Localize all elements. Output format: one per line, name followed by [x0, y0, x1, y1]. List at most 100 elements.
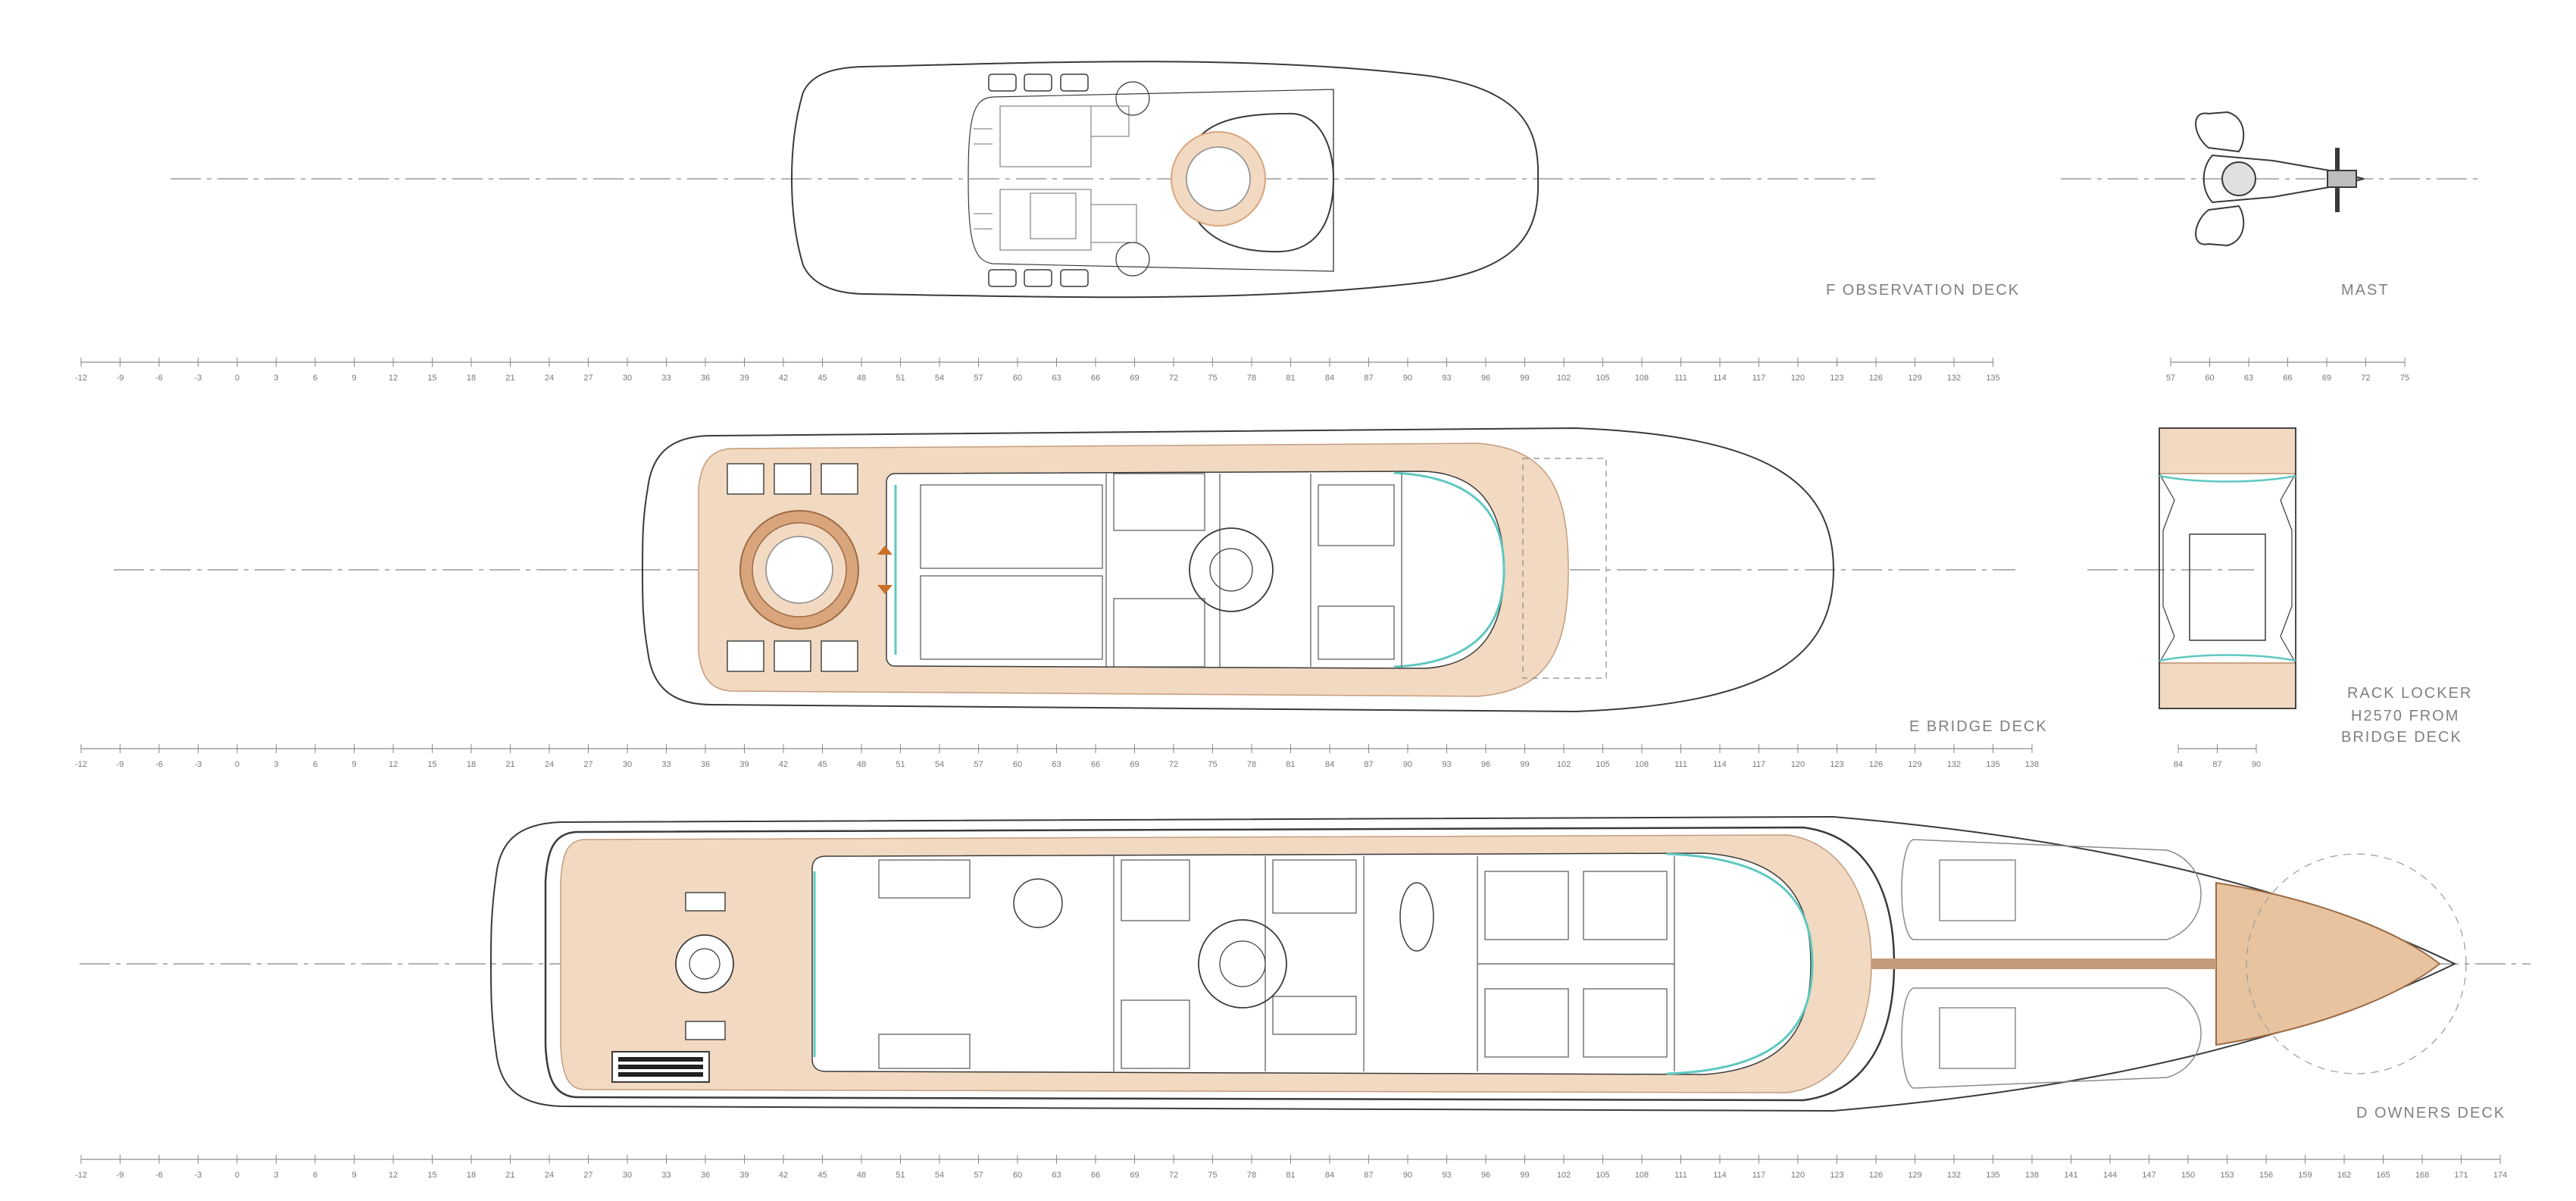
- frame-number: 81: [1286, 374, 1295, 383]
- frame-number: 75: [1208, 760, 1217, 769]
- frame-number: 132: [1947, 374, 1961, 383]
- frame-number: 54: [935, 760, 944, 769]
- frame-number: 117: [1752, 374, 1766, 383]
- frame-number: 93: [1442, 1171, 1451, 1180]
- bridge-foredeck-hatch: [1522, 458, 1607, 679]
- frame-number: 57: [974, 1171, 983, 1180]
- frame-number: -12: [75, 760, 87, 769]
- frame-number: 66: [1091, 374, 1100, 383]
- frame-number: 72: [1169, 374, 1178, 383]
- frame-number: 78: [1247, 374, 1256, 383]
- owners-tenders: [1901, 839, 2202, 1089]
- owners-dining-table: [1013, 878, 1063, 928]
- frame-number: 102: [1557, 760, 1571, 769]
- frame-number: 21: [505, 374, 514, 383]
- frame-number: -9: [117, 1171, 124, 1180]
- observation-deck-plan: [170, 61, 1875, 299]
- frame-number: 78: [1247, 760, 1256, 769]
- frame-number: 111: [1674, 760, 1687, 769]
- frame-number: 15: [427, 760, 436, 769]
- frame-number: 48: [857, 760, 866, 769]
- frame-number: 48: [857, 1171, 866, 1180]
- frame-number: 78: [1247, 1171, 1256, 1180]
- owners-glass-line: [1666, 852, 1814, 1075]
- frame-number: 138: [2025, 760, 2039, 769]
- frame-number: 48: [857, 374, 866, 383]
- frame-number: 171: [2454, 1171, 2468, 1180]
- frame-number: 159: [2298, 1171, 2312, 1180]
- frame-number: 24: [545, 760, 554, 769]
- frame-number: 0: [235, 374, 239, 383]
- frame-number: 3: [274, 374, 278, 383]
- mast-hub: [2221, 161, 2256, 196]
- frame-number: 126: [1869, 1171, 1883, 1180]
- frame-number: 66: [1091, 760, 1100, 769]
- frame-number: 174: [2493, 1171, 2507, 1180]
- frame-number: 6: [313, 1171, 317, 1180]
- owners-interior-walls: [878, 856, 1675, 1071]
- frame-number: 18: [467, 760, 476, 769]
- frame-number: 87: [1364, 1171, 1373, 1180]
- frame-number: 9: [352, 760, 356, 769]
- frame-number: -3: [195, 1171, 202, 1180]
- frame-number: 69: [1130, 374, 1139, 383]
- frame-number: 75: [1208, 374, 1217, 383]
- frame-number: 12: [389, 374, 398, 383]
- frame-number: 3: [274, 760, 278, 769]
- rack-teak-bottom: [2159, 662, 2296, 709]
- frame-number: 36: [701, 760, 710, 769]
- owners-spiral-core: [1219, 940, 1266, 987]
- frame-number: 33: [661, 760, 671, 769]
- frame-number: -6: [155, 760, 163, 769]
- frame-number: 33: [661, 374, 671, 383]
- owners-aft-sunbed-bottom: [685, 1021, 726, 1040]
- frame-number: 42: [779, 1171, 788, 1180]
- owners-hull-outer: [490, 815, 2457, 1112]
- frame-number: 30: [623, 760, 632, 769]
- frame-number: 81: [1286, 760, 1295, 769]
- frame-number: 111: [1674, 374, 1687, 383]
- frame-number: 45: [818, 1171, 827, 1180]
- mast-plan: [2061, 111, 2481, 247]
- frame-number: 120: [1791, 1171, 1805, 1180]
- bridge-deck-label: E BRIDGE DECK: [1909, 718, 2048, 735]
- frame-number: 0: [235, 1171, 239, 1180]
- owners-deck-plan: [80, 815, 2531, 1112]
- frame-number: 105: [1596, 760, 1609, 769]
- observation-spa-center: [1186, 146, 1251, 211]
- frame-number: 111: [1674, 1171, 1687, 1180]
- frame-number: 138: [2025, 1171, 2039, 1180]
- frame-number: 102: [1557, 1171, 1571, 1180]
- frame-number: 150: [2181, 1171, 2195, 1180]
- frame-number: 51: [896, 760, 905, 769]
- frame-number: -6: [155, 374, 163, 383]
- frame-number: 117: [1752, 1171, 1766, 1180]
- frame-number: 108: [1635, 1171, 1649, 1180]
- frame-number: 96: [1481, 374, 1490, 383]
- observation-inner-outline: [968, 89, 1334, 272]
- frame-number: 63: [1052, 1171, 1061, 1180]
- frame-number: 120: [1791, 374, 1805, 383]
- bridge-sunbeds: [727, 463, 858, 672]
- frame-number: 39: [739, 374, 749, 383]
- frame-number: 120: [1791, 760, 1805, 769]
- frame-number: 114: [1713, 374, 1727, 383]
- frame-number: 129: [1908, 374, 1921, 383]
- frame-number: 60: [1013, 374, 1022, 383]
- frame-number: 144: [2103, 1171, 2117, 1180]
- frame-number: 18: [467, 1171, 476, 1180]
- bridge-spiral-stair: [1189, 527, 1274, 612]
- frame-number: 57: [974, 760, 983, 769]
- frame-number: 90: [1403, 374, 1412, 383]
- frame-number: 63: [1052, 760, 1061, 769]
- bridge-interior-walls: [920, 473, 1402, 668]
- frame-number: 162: [2337, 1171, 2351, 1180]
- frame-number: 9: [352, 374, 356, 383]
- frame-number: 126: [1869, 374, 1883, 383]
- frame-number: 66: [2283, 374, 2292, 383]
- frame-number: 135: [1986, 374, 1999, 383]
- owners-superstructure: [544, 826, 1896, 1102]
